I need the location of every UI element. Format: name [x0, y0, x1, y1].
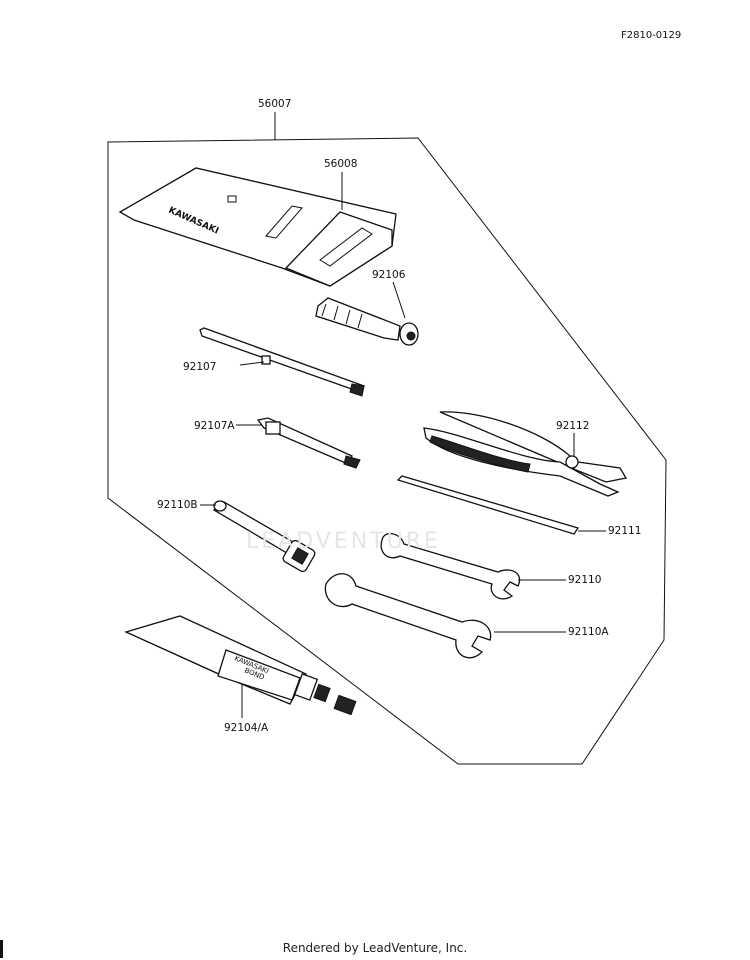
edge-mark [0, 940, 3, 958]
box-wrench [212, 500, 316, 573]
label-92110a[interactable]: 92110A [568, 626, 609, 638]
label-92104a[interactable]: 92104/A [224, 722, 269, 734]
label-56008[interactable]: 56008 [324, 158, 357, 170]
bond-tube: KAWASAKI BOND [124, 615, 357, 716]
bag-flap-window [265, 205, 303, 239]
label-92107a[interactable]: 92107A [194, 420, 235, 432]
label-92106[interactable]: 92106 [372, 269, 406, 281]
pliers [423, 411, 628, 497]
tommy-bar [396, 475, 580, 535]
label-56007[interactable]: 56007 [258, 98, 291, 110]
figure-ref: F2810-0129 [621, 30, 681, 41]
label-92111[interactable]: 92111 [608, 525, 641, 537]
watermark: LEADVENTURE [246, 529, 441, 554]
screwdriver-blade [199, 327, 366, 397]
footer-text: Rendered by LeadVenture, Inc. [282, 941, 468, 955]
label-92110b[interactable]: 92110B [157, 499, 198, 511]
label-92110[interactable]: 92110 [568, 574, 601, 586]
screwdriver-bit-a [256, 417, 361, 469]
kit-outline [107, 137, 667, 765]
open-end-wrench-a [324, 573, 492, 659]
label-92112[interactable]: 92112 [556, 420, 589, 432]
open-end-wrench [380, 533, 521, 600]
label-92107[interactable]: 92107 [183, 361, 216, 373]
tool-bag: KAWASAKI [118, 167, 397, 287]
driver-handle [315, 297, 419, 346]
